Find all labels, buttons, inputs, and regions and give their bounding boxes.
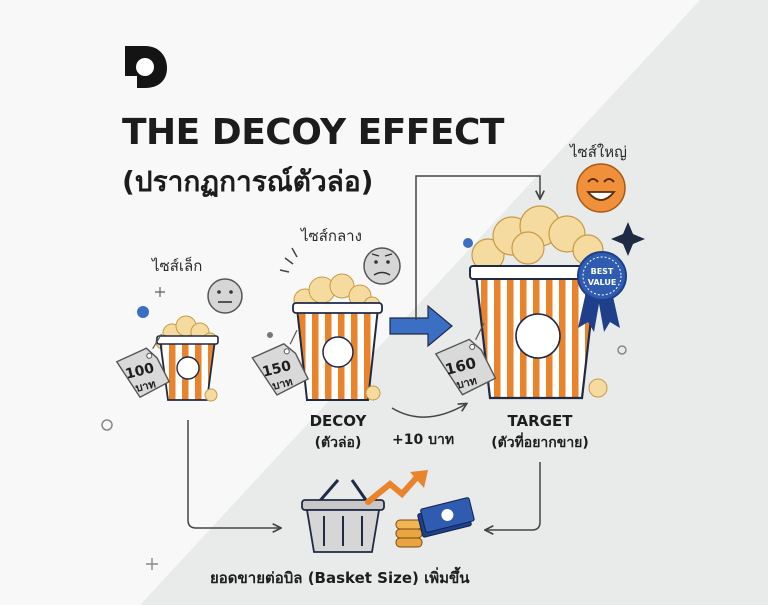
large-price-tag: [434, 323, 497, 396]
decor-dot: [463, 238, 473, 248]
large-currency: บาท: [455, 374, 478, 392]
large-popcorn-bucket: [469, 205, 608, 400]
flow-arrow-small-to-basket: [187, 420, 280, 528]
small-price: 100: [124, 360, 156, 383]
coins-icon: [395, 519, 423, 548]
brand-logo: [125, 46, 167, 88]
badge-line2: VALUE: [588, 278, 617, 287]
result-caption: ยอดขายต่อบิล (Basket Size) เพิ่มขึ้น: [210, 569, 470, 587]
large-size-label: ไซส์ใหญ่: [570, 143, 627, 161]
medium-price: 150: [261, 358, 293, 381]
sparkle-icon: [155, 287, 165, 297]
cash-stack-icon: [417, 497, 475, 538]
decoy-to-target-arrow: [389, 304, 453, 348]
target-caption-th: (ตัวที่อยากขาย): [491, 435, 589, 451]
decor-dot: [137, 306, 149, 318]
decor-ring: [617, 345, 627, 355]
worried-face-icon: [363, 247, 401, 285]
small-currency: บาท: [134, 377, 157, 395]
sparkle-icon: [146, 558, 158, 570]
small-price-tag: [115, 333, 171, 399]
growth-arrow-head-icon: [410, 470, 428, 488]
decor-dot: [267, 332, 273, 338]
page-subtitle: (ปรากฏการณ์ตัวล่อ): [122, 165, 374, 198]
target-caption: TARGET: [507, 412, 573, 430]
medium-currency: บาท: [271, 375, 294, 393]
flow-arrow-target-to-basket: [486, 462, 541, 530]
medium-size-label: ไซส์กลาง: [301, 227, 362, 245]
flow-arrow-to-large: [415, 175, 540, 320]
sparkle-star-icon: [611, 222, 645, 256]
medium-popcorn-bucket: [292, 273, 383, 401]
stress-lines-icon: [279, 247, 298, 273]
shopping-basket-icon: [301, 479, 385, 553]
decoy-caption: DECOY: [309, 412, 367, 430]
decoy-caption-th: (ตัวล่อ): [314, 435, 362, 451]
badge-line1: BEST: [591, 267, 614, 276]
decoy-nudge-arrow: [391, 404, 466, 418]
small-popcorn-bucket: [155, 315, 219, 402]
page-title: THE DECOY EFFECT: [122, 112, 504, 153]
neutral-face-icon: [207, 278, 243, 314]
small-size-label: ไซส์เล็ก: [152, 257, 203, 275]
price-difference: +10 บาท: [392, 432, 455, 448]
best-value-badge-icon: [577, 251, 627, 332]
medium-price-tag: [251, 329, 309, 396]
decor-ring: [101, 419, 113, 431]
growth-arrow-icon: [365, 473, 421, 505]
happy-face-icon: [576, 163, 626, 213]
